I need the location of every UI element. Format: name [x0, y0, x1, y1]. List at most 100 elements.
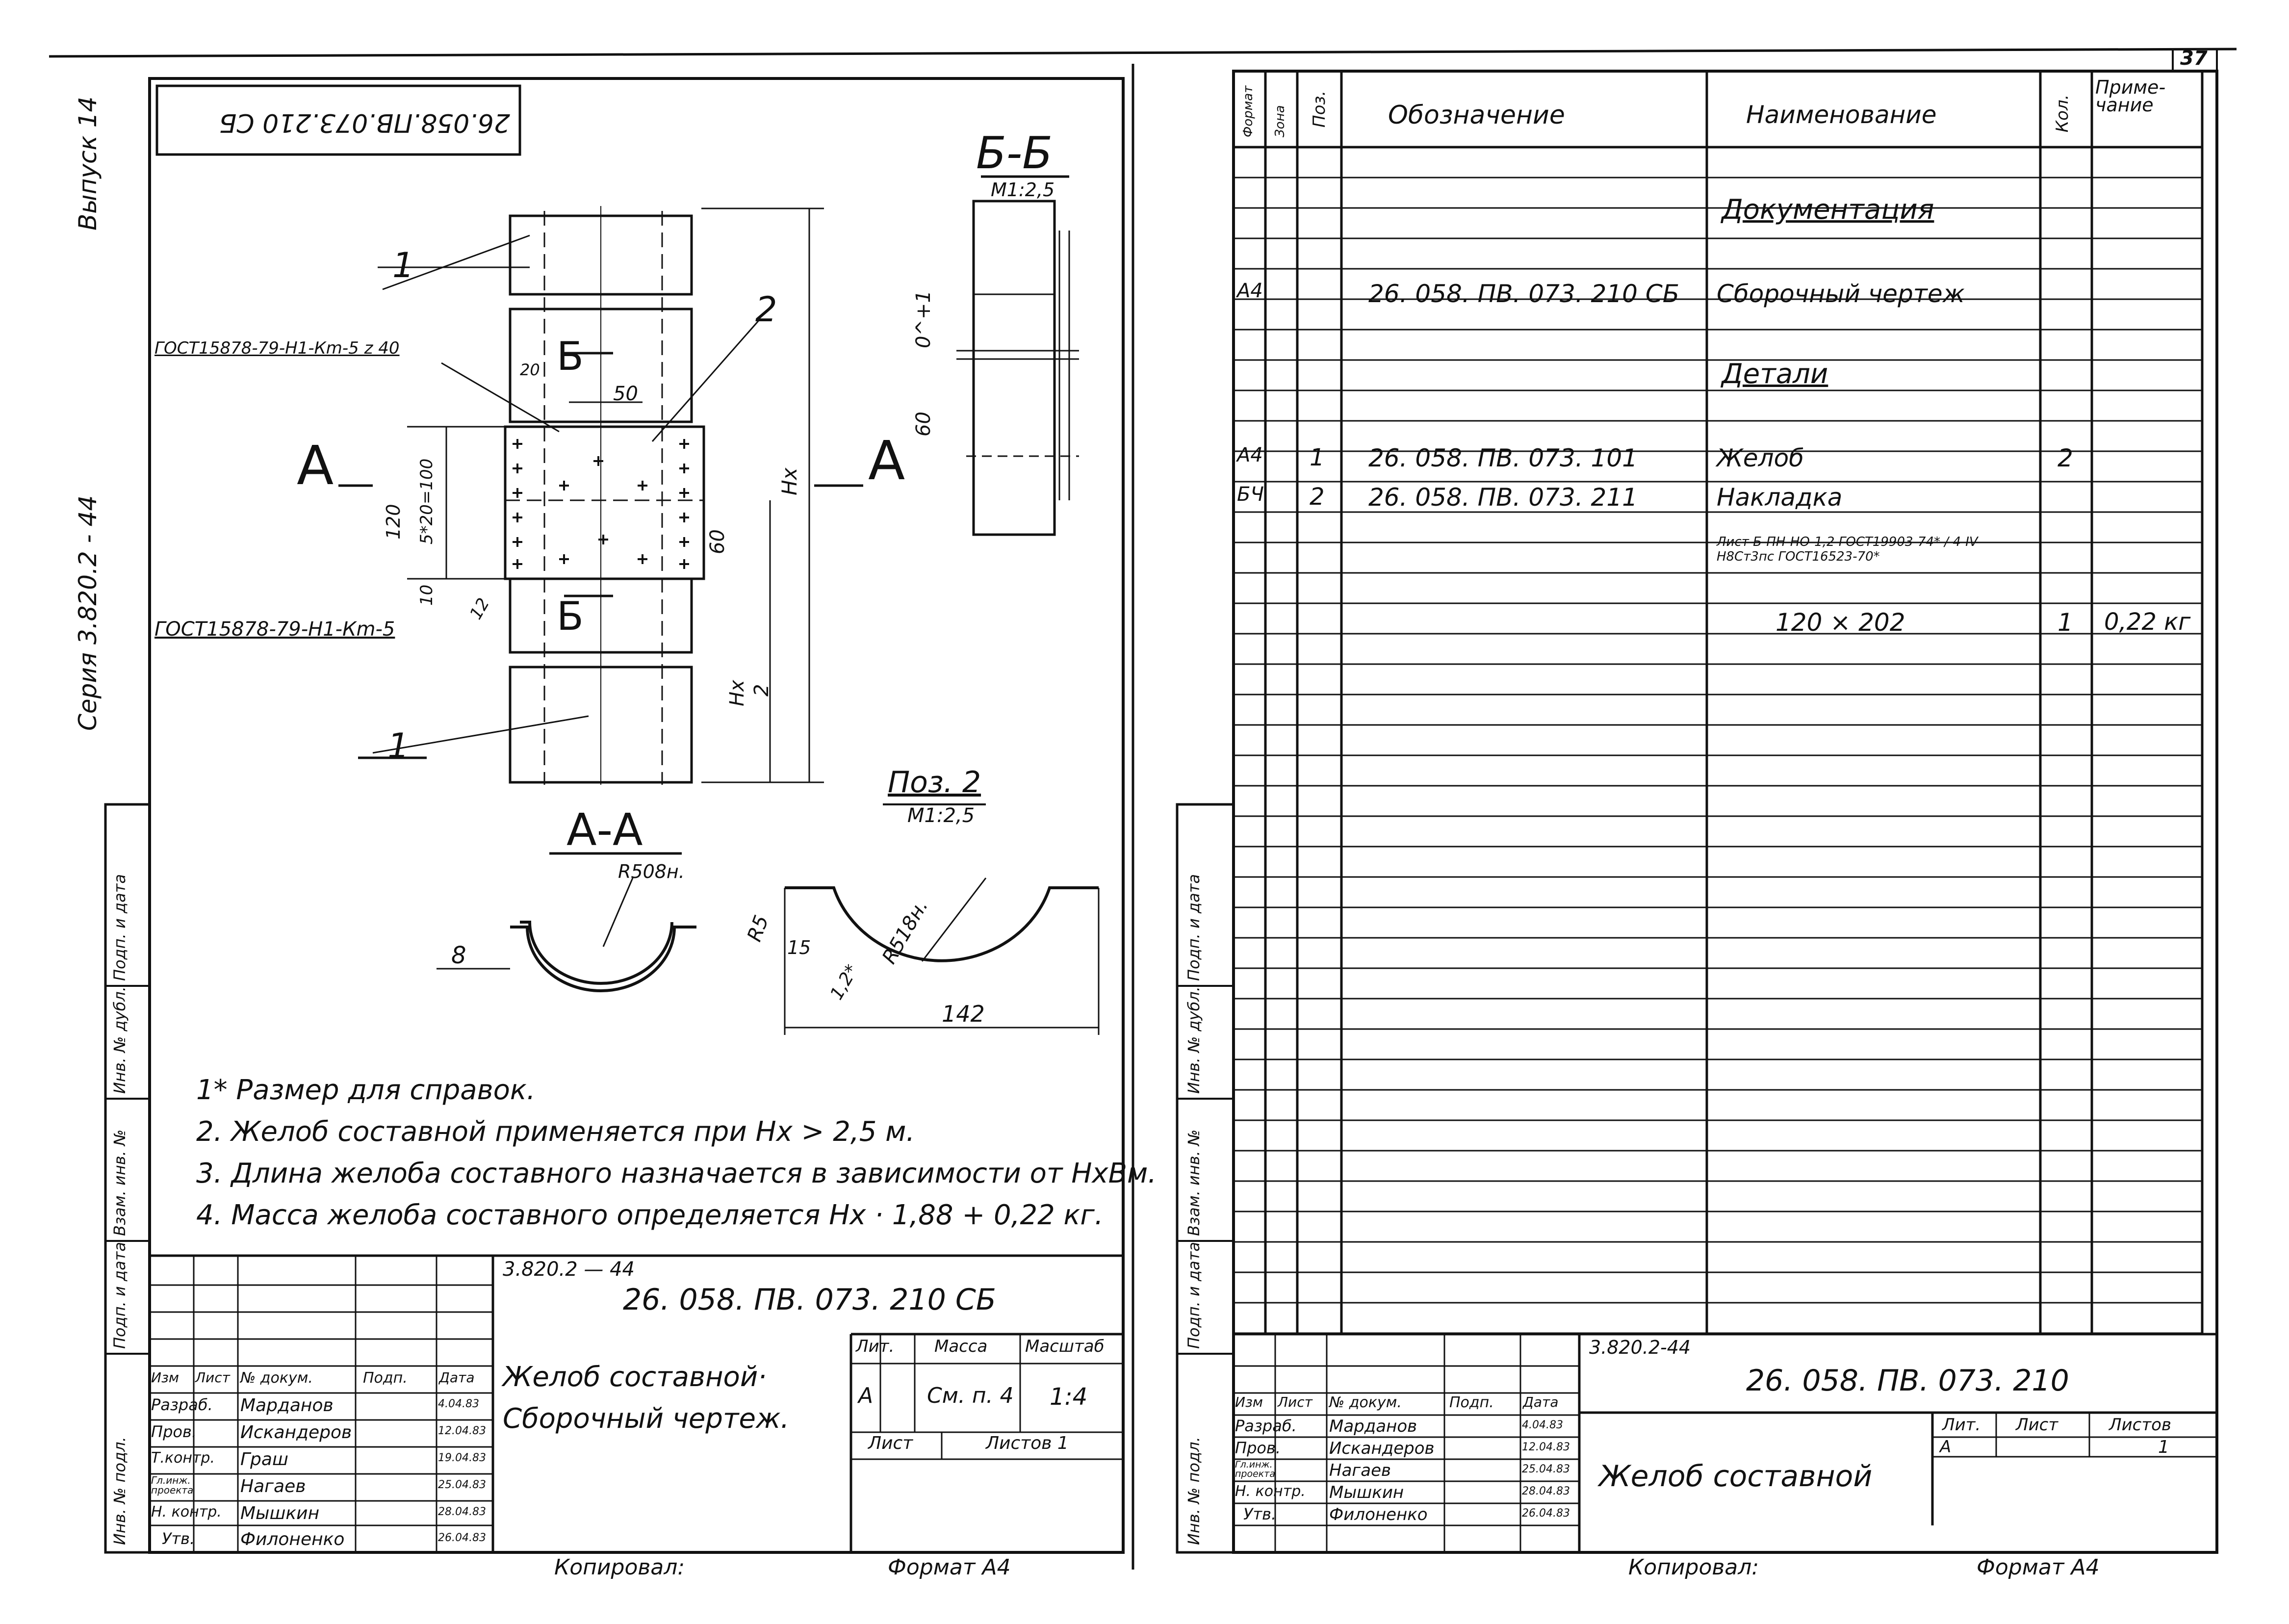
pos2-detail-view — [784, 803, 1100, 1035]
right-tb-name-2: Нагаев — [1329, 1461, 1391, 1480]
spec-cell-name: Документация — [1722, 194, 1934, 226]
note-4: 4. Масса желоба составного определяется … — [196, 1199, 1104, 1231]
right-tb-hdr-date: Дата — [1523, 1394, 1559, 1410]
right-tb-name-1: Искандеров — [1329, 1439, 1435, 1458]
spec-hdr-pos: Поз. — [1310, 90, 1329, 128]
section-aa-radius: R508н. — [618, 861, 685, 882]
note-3: 3. Длина желоба составного назначается в… — [196, 1158, 1157, 1189]
right-tb-name-4: Филоненко — [1329, 1505, 1428, 1524]
right-footer-format: Формат А4 — [1977, 1555, 2100, 1580]
spec-hdr-qty: Кол. — [2053, 94, 2072, 132]
gost-rivet-bottom: ГОСТ15878-79-Н1-Кm-5 — [154, 618, 395, 641]
note-2: 2. Желоб составной применяется при Hx > … — [196, 1116, 915, 1148]
right-tb-code: 26. 058. ПВ. 073. 210 — [1746, 1364, 2069, 1398]
spec-cell-note: 0,22 кг — [2104, 608, 2191, 636]
left-tb-role-3: Гл.инж. проекта — [151, 1474, 194, 1496]
left-tb-lit-h: Лит. — [856, 1337, 895, 1356]
right-tb-name: Желоб составной — [1599, 1459, 1873, 1494]
left-tb-date-4: 28.04.83 — [438, 1506, 486, 1518]
dim-hx-half-top: Hx — [726, 680, 748, 706]
gost-rivet-top: ГОСТ15878-79-Н1-Кm-5 z 40 — [154, 338, 400, 358]
spec-cell-code: 26. 058. ПВ. 073. 210 СБ — [1368, 280, 1680, 308]
section-bb-dim-gap: 0^+1 — [912, 290, 935, 348]
series-label: Серия 3.820.2 - 44 — [74, 495, 102, 731]
right-tb-hdr-sign: Подп. — [1449, 1394, 1494, 1411]
left-tb-hdr-date: Дата — [439, 1369, 475, 1386]
section-bb-title: Б-Б — [976, 128, 1053, 179]
spec-table-grid — [1234, 71, 2204, 1334]
right-tb-lit-h: Лит. — [1942, 1415, 1981, 1435]
right-tb-date-3: 28.04.83 — [1522, 1485, 1570, 1497]
left-tb-date-1: 12.04.83 — [438, 1425, 486, 1437]
section-aa-dim-8: 8 — [451, 942, 466, 969]
left-tb-date-2: 19.04.83 — [438, 1452, 486, 1464]
left-tb-hdr-izm: Изм — [151, 1369, 179, 1386]
right-footer-copied: Копировал: — [1628, 1555, 1759, 1580]
r-strip-cell-sign-date-1: Подп. и дата — [1184, 874, 1203, 981]
left-tb-role-2: Т.контр. — [151, 1449, 215, 1467]
right-tb-sheet-h: Лист — [2016, 1415, 2058, 1435]
spec-hdr-format: Формат — [1241, 85, 1256, 138]
section-bb-view — [956, 175, 1079, 536]
right-tb-series: 3.820.2-44 — [1589, 1337, 1691, 1358]
spec-hdr-note: Приме-чание — [2095, 77, 2166, 116]
dim-5x20: 5*20=100 — [417, 458, 437, 544]
section-bb-scale: М1:2,5 — [991, 179, 1055, 201]
right-tb-hdr-list: Лист — [1278, 1394, 1312, 1410]
left-tb-mass: См. п. 4 — [927, 1383, 1014, 1408]
right-sheet-frame — [1176, 48, 2218, 1554]
spec-cell-pos: 1 — [1310, 444, 1325, 471]
pos2-dim-15: 15 — [787, 937, 811, 958]
main-assembly-view — [338, 206, 863, 785]
spec-cell-name: Накладка — [1717, 483, 1843, 512]
left-tb-role-5: Утв. — [162, 1529, 195, 1548]
left-tb-name-1: Желоб составной· — [503, 1361, 767, 1393]
spec-cell-name: Сборочный чертеж — [1717, 280, 1965, 308]
left-tb-name-1-row: Искандеров — [240, 1422, 352, 1443]
right-tb-hdr-izm: Изм — [1235, 1394, 1263, 1410]
left-tb-mass-h: Масса — [934, 1337, 988, 1356]
spec-hdr-zone: Зона — [1273, 105, 1287, 137]
dim-hx: Hx — [777, 467, 801, 495]
left-tb-hdr-sign: Подп. — [363, 1369, 408, 1387]
spec-cell-name: Лист Б-ПН-НО-1,2 ГОСТ19903-74* / 4-IV-Н8… — [1717, 535, 1981, 564]
r-strip-cell-orig-inv: Инв. № подл. — [1184, 1437, 1203, 1545]
strip-cell-sign-date-2: Подп. и дата — [110, 1242, 129, 1349]
left-tb-date-5: 26.04.83 — [438, 1532, 486, 1544]
left-tb-name-0: Марданов — [240, 1395, 334, 1416]
right-title-block-grid — [1234, 1333, 2217, 1552]
spec-row-lines — [1234, 177, 2202, 1334]
section-aa-view — [437, 852, 696, 992]
strip-cell-dup-inv: Инв. № дубл. — [110, 986, 129, 1094]
right-tb-date-1: 12.04.83 — [1522, 1441, 1570, 1453]
page-number: 37 — [2180, 47, 2208, 70]
left-tb-scale-h: Масштаб — [1025, 1337, 1105, 1356]
right-tb-sheets-h: Листов — [2109, 1415, 2172, 1435]
left-tb-name-5-row: Филоненко — [240, 1529, 345, 1549]
left-tb-code: 26. 058. ПВ. 073. 210 СБ — [623, 1283, 996, 1317]
spec-cell-qty: 2 — [2058, 444, 2073, 472]
spec-cell-name: 120 × 202 — [1775, 608, 1905, 637]
right-tb-role-4: Утв. — [1243, 1505, 1277, 1523]
pos2-dim-142: 142 — [942, 1001, 985, 1027]
strip-cell-orig-inv: Инв. № подл. — [110, 1437, 129, 1545]
right-tb-role-3: Н. контр. — [1235, 1483, 1306, 1500]
left-tb-name-2: Сборочный чертеж. — [503, 1403, 790, 1435]
left-tb-role-4: Н. контр. — [151, 1503, 222, 1521]
left-footer-format: Формат А4 — [888, 1555, 1011, 1580]
spec-cell-qty: 1 — [2058, 608, 2073, 637]
section-aa-title: А-А — [566, 804, 643, 856]
spec-cell-format: А4 — [1237, 280, 1263, 302]
spec-cell-name: Желоб — [1717, 444, 1804, 472]
spec-cell-format: А4 — [1237, 444, 1263, 466]
right-tb-role-0: Разраб. — [1235, 1417, 1297, 1435]
spec-cell-pos: 2 — [1310, 483, 1325, 511]
leader-pos-1-bottom: 1 — [387, 726, 410, 766]
right-tb-role-2: Гл.инж. проекта — [1235, 1459, 1275, 1479]
leader-pos-2: 2 — [755, 289, 777, 330]
right-tb-date-0: 4.04.83 — [1522, 1419, 1563, 1431]
left-tb-name-3-row: Нагаев — [240, 1476, 306, 1496]
note-1: 1* Размер для справок. — [196, 1074, 536, 1106]
strip-cell-replace-inv: Взам. инв. № — [110, 1129, 129, 1236]
cut-label-b-bottom: Б — [557, 593, 584, 639]
